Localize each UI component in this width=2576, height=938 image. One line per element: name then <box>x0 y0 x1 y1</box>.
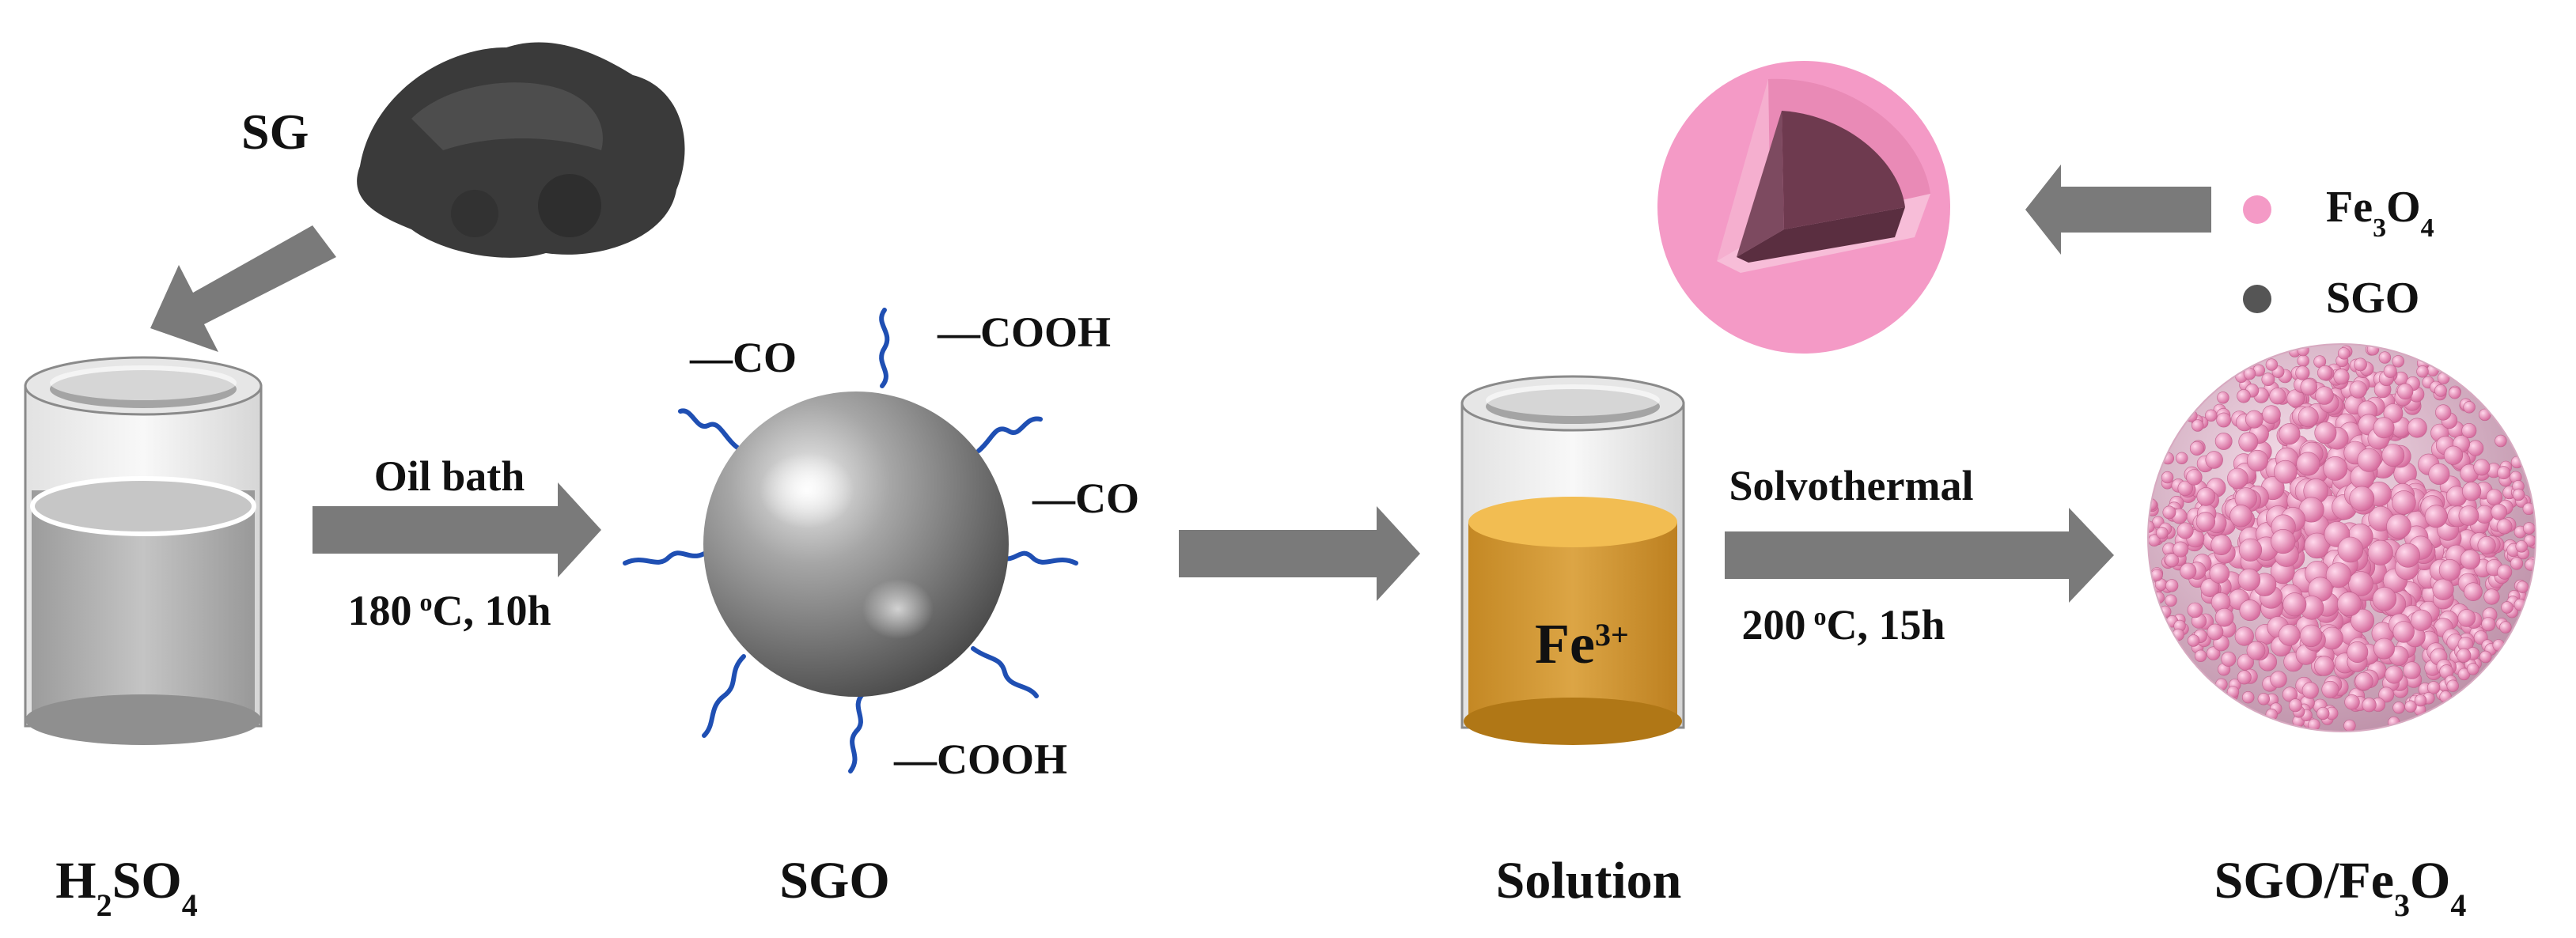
sg-powder <box>357 42 685 258</box>
arrow-sg-to-beaker <box>150 225 336 352</box>
beaker-solution <box>1460 375 1685 745</box>
arrow-solvothermal <box>1725 508 2114 603</box>
arrow-sgo-to-solution <box>1179 506 1420 601</box>
fe3o4-particles <box>2148 344 2536 732</box>
legend-sgo-marker <box>2243 285 2271 313</box>
product-sphere <box>2147 343 2536 732</box>
group-cooh-top: —COOH <box>937 308 1111 356</box>
chain-bottom <box>848 692 865 773</box>
beaker-h2so4 <box>24 356 263 745</box>
fe3-ion-label: Fe3+ <box>1535 612 1629 675</box>
oil-bath-label: Oil bath <box>374 452 525 500</box>
chain-upper-right <box>976 416 1043 453</box>
arrow-legend-to-sphere <box>2025 165 2211 255</box>
group-cooh-bottom: —COOH <box>893 736 1067 783</box>
chain-lower-right <box>971 646 1039 698</box>
legend: Fe3O4 SGO <box>2243 183 2434 323</box>
product-label: SGO/Fe3O4 <box>2214 852 2467 923</box>
chain-left <box>623 550 707 565</box>
solvothermal-label: Solvothermal <box>1729 462 1974 509</box>
sgo-sphere-group <box>623 308 1078 773</box>
solution-label: Solution <box>1496 852 1682 910</box>
legend-sgo-label: SGO <box>2326 274 2419 323</box>
arrow-oil-bath <box>313 482 601 577</box>
sgo-sphere <box>703 391 1009 697</box>
chain-right <box>998 550 1078 565</box>
functional-chains <box>623 308 1078 773</box>
core-shell-sphere <box>1657 61 1950 354</box>
h2so4-label: H2SO4 <box>55 852 197 923</box>
sg-label: SG <box>241 104 309 160</box>
sgo-label: SGO <box>779 852 889 910</box>
legend-fe3o4-label: Fe3O4 <box>2326 183 2434 243</box>
legend-fe3o4-marker <box>2243 195 2271 224</box>
chain-upper-left <box>678 408 742 452</box>
chain-lower-left <box>702 654 746 738</box>
chain-top <box>879 308 890 388</box>
group-co-right: —CO <box>1032 475 1139 522</box>
group-co-top-left: —CO <box>689 334 797 381</box>
